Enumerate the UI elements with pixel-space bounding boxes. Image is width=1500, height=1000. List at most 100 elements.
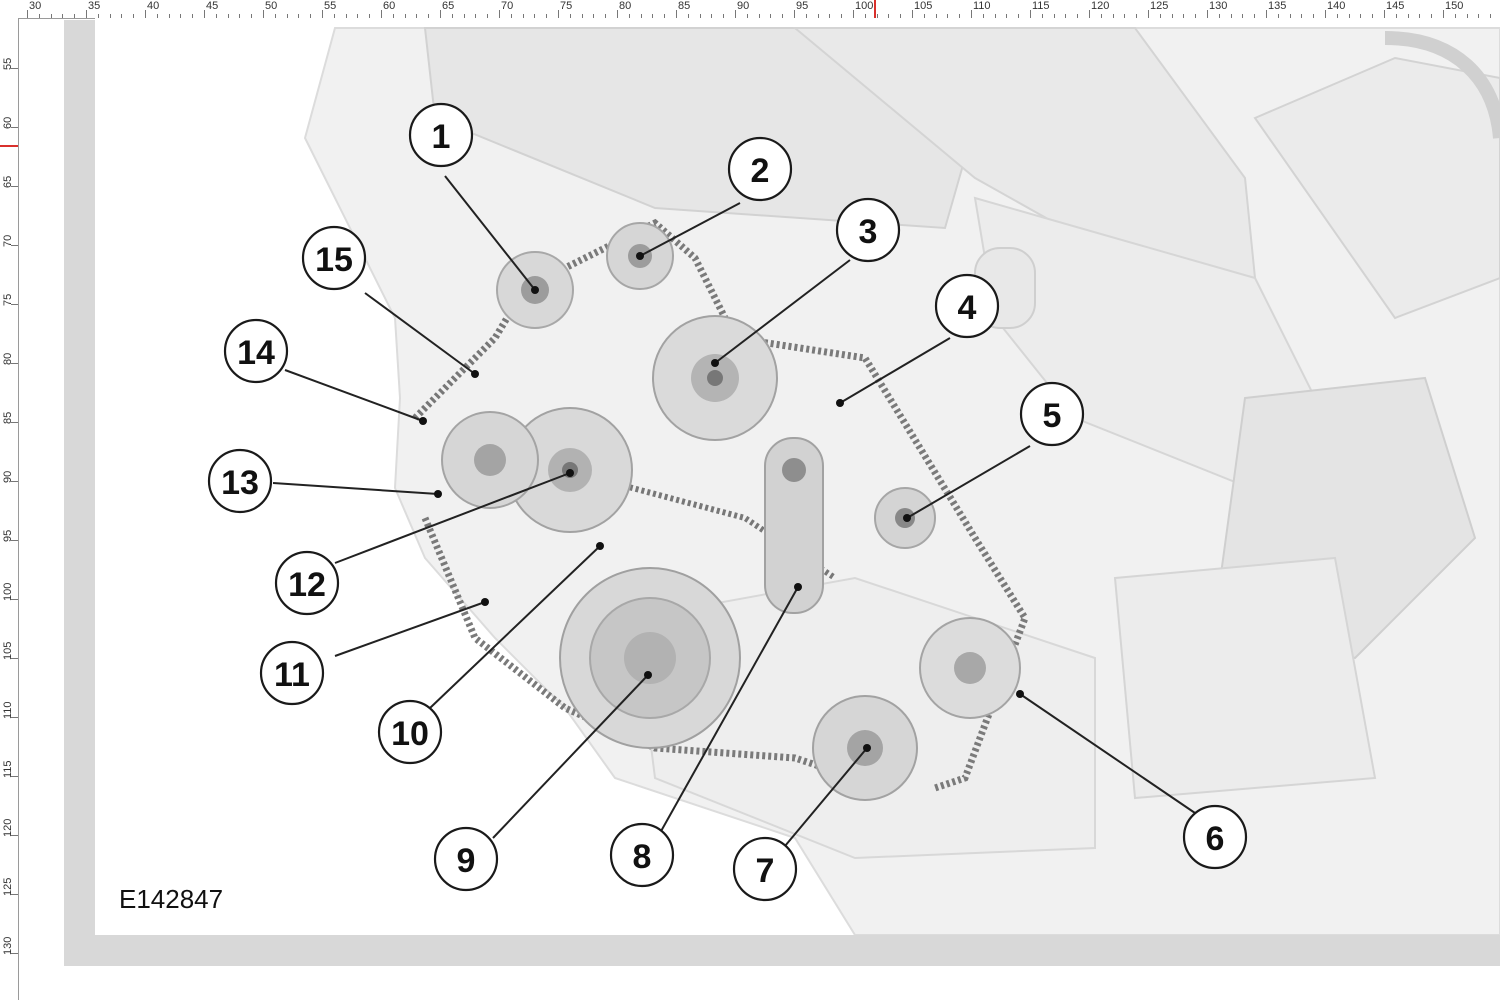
ruler-minor-tick (310, 14, 312, 18)
callout-7: 7 (732, 836, 798, 902)
ruler-tick (145, 10, 146, 18)
ruler-minor-tick (1454, 14, 1456, 18)
ruler-minor-tick (451, 14, 453, 18)
callout-8: 8 (609, 822, 675, 888)
figure-id: E142847 (119, 884, 224, 914)
ruler-label: 45 (206, 0, 219, 12)
callout-10: 10 (377, 699, 443, 765)
ruler-tick (11, 717, 18, 718)
ruler-label: 70 (2, 234, 14, 247)
ruler-minor-tick (569, 14, 571, 18)
ruler-minor-tick (1336, 14, 1338, 18)
ruler-label: 60 (2, 116, 14, 129)
ruler-tick (1266, 10, 1267, 18)
ruler-minor-tick (1195, 14, 1197, 18)
ruler-tick (11, 894, 18, 895)
ruler-tick (558, 10, 559, 18)
ruler-minor-tick (605, 14, 607, 18)
ruler-minor-tick (1112, 14, 1114, 18)
ruler-minor-tick (864, 14, 866, 18)
callout-5: 5 (1019, 381, 1085, 447)
callout-9-label: 9 (457, 842, 476, 880)
ruler-tick (1030, 10, 1031, 18)
ruler-minor-tick (156, 14, 158, 18)
ruler-tick (204, 10, 205, 18)
ruler-minor-tick (475, 14, 477, 18)
ruler-label: 150 (1445, 0, 1464, 12)
tensioner-arm (764, 437, 824, 614)
ruler-minor-tick (805, 14, 807, 18)
ruler-tick (971, 10, 972, 18)
ruler-minor-tick (947, 14, 949, 18)
ruler-minor-tick (1242, 14, 1244, 18)
callout-12-label: 12 (288, 566, 326, 604)
ruler-label: 130 (1209, 0, 1228, 12)
ruler-minor-tick (994, 14, 996, 18)
ruler-minor-tick (652, 14, 654, 18)
ruler-tick (11, 422, 18, 423)
power-steering-pulley (652, 315, 778, 441)
ruler-tick (1325, 10, 1326, 18)
ruler-minor-tick (687, 14, 689, 18)
ruler-tick (27, 10, 28, 18)
ruler-tick (1089, 10, 1090, 18)
callout-11-label: 11 (274, 656, 310, 694)
ruler-minor-tick (640, 14, 642, 18)
ruler-label: 60 (383, 0, 396, 12)
ruler-label: 105 (914, 0, 933, 12)
ruler-tick (676, 10, 677, 18)
ruler-minor-tick (416, 14, 418, 18)
ruler-label: 90 (2, 470, 14, 483)
ruler-minor-tick (628, 14, 630, 18)
ruler-minor-tick (1041, 14, 1043, 18)
idler-pulley-14 (441, 411, 539, 509)
ruler-label: 100 (855, 0, 874, 12)
ruler-label: 125 (2, 877, 14, 896)
ruler-minor-tick (841, 14, 843, 18)
ruler-minor-tick (1431, 14, 1433, 18)
ruler-tick (11, 245, 18, 246)
ruler-minor-tick (746, 14, 748, 18)
ruler-label: 80 (619, 0, 632, 12)
callout-7-label: 7 (756, 852, 775, 890)
ruler-minor-tick (274, 14, 276, 18)
ruler-minor-tick (664, 14, 666, 18)
ruler-minor-tick (581, 14, 583, 18)
callout-11: 11 (259, 640, 325, 706)
ruler-label: 100 (2, 582, 14, 601)
ruler-minor-tick (180, 14, 182, 18)
ruler-tick (1207, 10, 1208, 18)
ruler-label: 140 (1327, 0, 1346, 12)
callout-12: 12 (274, 550, 340, 616)
ruler-minor-tick (1124, 14, 1126, 18)
ruler-minor-tick (1348, 14, 1350, 18)
callout-1-label: 1 (432, 118, 451, 156)
ruler-minor-tick (133, 14, 135, 18)
ruler-label: 35 (88, 0, 101, 12)
ruler-tick (912, 10, 913, 18)
ruler-tick (853, 10, 854, 18)
leader-lines (272, 175, 1196, 847)
ruler-minor-tick (982, 14, 984, 18)
ruler-minor-tick (1407, 14, 1409, 18)
ruler-minor-tick (333, 14, 335, 18)
ruler-tick (735, 10, 736, 18)
callout-2: 2 (727, 136, 793, 202)
ruler-cursor-marker (874, 0, 876, 18)
ruler-minor-tick (959, 14, 961, 18)
ruler-minor-tick (1301, 14, 1303, 18)
ruler-minor-tick (817, 14, 819, 18)
ruler-label: 70 (501, 0, 514, 12)
ruler-label: 115 (2, 760, 14, 778)
callout-10-label: 10 (391, 715, 429, 753)
ruler-minor-tick (534, 14, 536, 18)
ruler-minor-tick (522, 14, 524, 18)
callout-3-label: 3 (859, 213, 878, 251)
ruler-minor-tick (1289, 14, 1291, 18)
ruler-minor-tick (251, 14, 253, 18)
ruler-label: 55 (2, 57, 14, 70)
ruler-label: 55 (324, 0, 337, 12)
callout-8-label: 8 (633, 838, 652, 876)
